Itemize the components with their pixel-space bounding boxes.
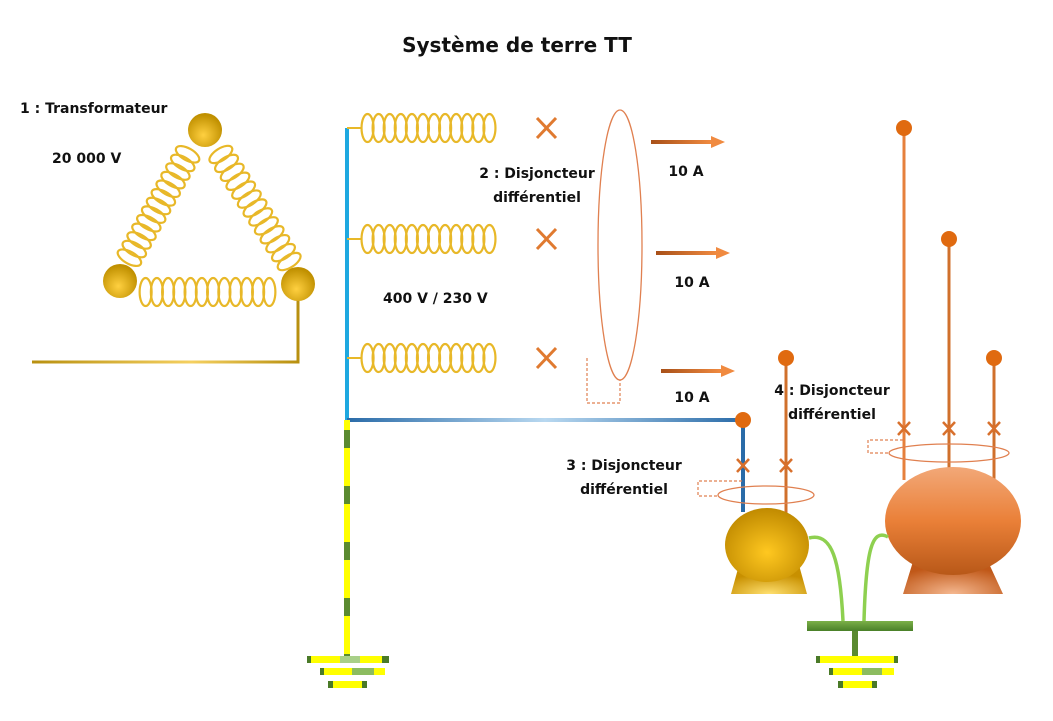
earth-plate-3 — [838, 681, 877, 688]
breaker-2-toroid — [597, 109, 643, 381]
connection-node — [941, 231, 957, 247]
current-arrow-2 — [656, 247, 730, 259]
switch-cross-icon — [942, 421, 956, 436]
load-three-phase — [885, 467, 1021, 594]
breaker-3-label-line2: différentiel — [580, 482, 668, 498]
switch-cross-icon — [897, 421, 911, 436]
coil-turn — [259, 225, 285, 245]
coil-secondary-3 — [360, 342, 497, 374]
breaker-4-switches — [897, 421, 1001, 436]
connection-node — [896, 120, 912, 136]
switch-cross-icon — [535, 116, 558, 140]
switch-cross-icon — [535, 346, 558, 370]
coil-turn — [482, 342, 497, 374]
breaker-2-sense-wire — [586, 358, 621, 404]
connection-node — [986, 350, 1002, 366]
earth-bar — [807, 621, 913, 631]
coil-turn — [174, 144, 201, 164]
coil-turn — [219, 162, 245, 183]
breaker-4-label-line2: différentiel — [788, 407, 876, 423]
current-label-1: 10 A — [668, 164, 703, 180]
current-label-2: 10 A — [674, 275, 709, 291]
breaker-4-label-line1: 4 : Disjoncteur — [774, 383, 890, 399]
earth-rod — [852, 631, 858, 657]
neutral-line — [347, 418, 745, 512]
coil-right — [208, 144, 302, 272]
transformer-label: 1 : Transformateur — [20, 101, 168, 117]
earth-plate-3 — [328, 681, 367, 688]
switch-cross-icon — [736, 458, 750, 473]
coil-turn — [145, 196, 172, 216]
current-arrow-1 — [651, 136, 725, 148]
coil-turn — [131, 222, 157, 242]
coil-left — [116, 144, 201, 268]
breaker-3-switches — [736, 458, 793, 473]
coil-turn — [214, 153, 240, 174]
breaker-3-sense-wire — [697, 480, 742, 497]
coil-turn — [136, 213, 162, 233]
pe-wire-load-2 — [862, 533, 889, 622]
coil-turn — [116, 248, 143, 268]
coil-turn — [482, 112, 497, 144]
pe-wire-load-1 — [808, 535, 845, 622]
load-single-phase — [725, 508, 809, 594]
secondary-voltage-label: 400 V / 230 V — [383, 291, 488, 307]
breaker-3-toroid — [717, 485, 815, 505]
coil-turn — [253, 216, 279, 236]
primary-voltage-label: 20 000 V — [52, 151, 121, 167]
coil-turn — [169, 153, 196, 173]
coil-turn — [121, 239, 148, 259]
diagram-title: Système de terre TT — [402, 33, 632, 57]
switch-cross-icon — [987, 421, 1001, 436]
breaker-2-label-line2: différentiel — [493, 190, 581, 206]
terminal-node-left — [103, 264, 137, 298]
breaker-2-switches — [535, 116, 558, 370]
connection-node — [778, 350, 794, 366]
earth-conductor — [344, 420, 350, 658]
earth-plate-2 — [829, 668, 894, 675]
terminal-node-right — [281, 267, 315, 301]
coil-turn — [150, 188, 177, 207]
coil-turn — [265, 233, 291, 254]
switch-cross-icon — [535, 227, 558, 251]
breaker-4-toroid — [888, 443, 1010, 463]
transformer-secondary — [345, 112, 497, 420]
coil-turn — [242, 198, 268, 218]
coil-turn — [160, 170, 186, 190]
coil-turn — [155, 179, 181, 199]
primary-line-3 — [32, 295, 300, 364]
coil-turn — [262, 276, 277, 308]
coil-turn — [248, 207, 274, 227]
coil-turn — [165, 162, 191, 181]
coil-bottom — [138, 276, 277, 308]
coil-secondary-1 — [360, 112, 497, 144]
coil-turn — [231, 180, 257, 200]
coil-turn — [225, 171, 251, 191]
coil-secondary-2 — [360, 223, 497, 255]
load-2-body — [885, 467, 1021, 575]
coil-turn — [482, 223, 497, 255]
coil-turn — [126, 231, 152, 250]
load-1-body — [725, 508, 809, 582]
coil-turn — [276, 251, 302, 272]
coil-turn — [140, 205, 167, 224]
current-arrow-3 — [661, 365, 735, 377]
coil-turn — [270, 242, 296, 263]
switch-cross-icon — [779, 458, 793, 473]
terminal-node-top — [188, 113, 222, 147]
load-earth-electrode — [807, 621, 913, 688]
connection-node — [735, 412, 751, 428]
breaker-2-label-line1: 2 : Disjoncteur — [479, 166, 595, 182]
transformer-primary — [25, 113, 315, 364]
source-earth-electrode — [307, 420, 389, 688]
coil-turn — [208, 144, 234, 165]
breaker-3-label-line1: 3 : Disjoncteur — [566, 458, 682, 474]
earth-plate-1 — [816, 656, 898, 663]
coil-turn — [236, 189, 262, 209]
breaker-4-sense-wire — [867, 439, 903, 454]
current-label-3: 10 A — [674, 390, 709, 406]
